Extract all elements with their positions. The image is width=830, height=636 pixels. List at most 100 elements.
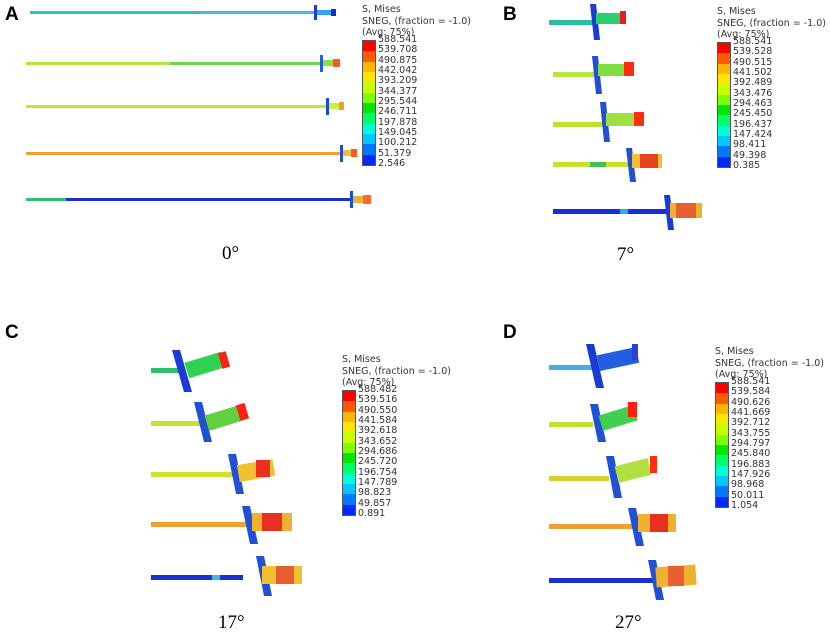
panel-a-rods	[26, 5, 371, 208]
color-swatch	[343, 453, 355, 464]
legend-value: 245.720	[358, 456, 398, 468]
color-swatch	[718, 53, 730, 64]
legend-value: 490.515	[733, 56, 773, 68]
color-swatch	[343, 463, 355, 474]
rod-model	[553, 195, 702, 230]
color-swatch	[363, 113, 375, 124]
legend-header: S, Mises SNEG, (fraction = -1.0) (Avg: 7…	[342, 354, 451, 389]
legend-value: 196.437	[733, 118, 773, 130]
legend-subtitle: SNEG, (fraction = -1.0)	[342, 365, 451, 377]
color-swatch	[718, 84, 730, 95]
legend-value: 196.883	[731, 458, 771, 470]
color-swatch	[718, 74, 730, 85]
legend-value: 588.541	[733, 36, 773, 47]
legend-value: 441.669	[731, 407, 771, 419]
angle-label: 27°	[615, 612, 642, 633]
rod-model	[151, 454, 276, 494]
rod-model	[553, 148, 662, 182]
color-swatch	[363, 134, 375, 145]
rod-model	[549, 456, 657, 498]
legend-value: 588.541	[731, 376, 771, 387]
color-swatch	[716, 393, 728, 404]
legend-value: 295.544	[378, 96, 418, 108]
legend-value: 49.857	[358, 497, 392, 509]
color-swatch	[716, 486, 728, 497]
legend-value: 294.463	[733, 98, 773, 110]
panel-c: C S, Mises SNEG, (fraction = -1.0) (Avg:…	[0, 318, 451, 636]
panel-label: B	[503, 4, 517, 25]
rod-model	[553, 102, 644, 142]
legend-value: 343.476	[733, 87, 773, 99]
legend-title: S, Mises	[362, 4, 401, 15]
rod-model	[26, 145, 357, 162]
color-swatch	[343, 494, 355, 505]
rod-model	[549, 402, 638, 442]
legend-value: 490.550	[358, 404, 398, 416]
legend-value: 490.875	[378, 54, 418, 66]
legend-value: 98.968	[731, 479, 765, 491]
rod-model	[30, 5, 336, 20]
color-swatch	[718, 94, 730, 106]
rod-model	[151, 350, 231, 392]
legend-value: 51.379	[378, 147, 412, 159]
color-swatch	[718, 105, 730, 116]
color-swatch	[343, 401, 355, 412]
rod-model	[151, 506, 292, 544]
legend-subtitle: SNEG, (fraction = -1.0)	[717, 17, 826, 29]
color-swatch	[718, 63, 730, 75]
legend-value: 343.652	[358, 435, 398, 447]
color-swatch	[343, 422, 355, 433]
color-scale-bar	[715, 382, 729, 509]
legend-value: 539.584	[731, 386, 771, 398]
legend-value: 49.398	[733, 149, 767, 161]
legend-subtitle: SNEG, (fraction = -1.0)	[362, 15, 471, 27]
panel-c-rods	[151, 350, 302, 596]
panel-a: A S, Mises SNEG, (fraction = -1.0) (Avg:…	[0, 0, 471, 318]
color-swatch	[716, 455, 728, 466]
legend-value: 441.502	[733, 67, 773, 79]
legend-value: 0.385	[733, 160, 761, 172]
legend-value: 196.754	[358, 466, 398, 478]
panel-label: D	[503, 322, 517, 343]
rod-model	[549, 560, 697, 600]
color-swatch	[363, 123, 375, 135]
legend-value: 100.212	[378, 137, 418, 149]
legend-header: S, Mises SNEG, (fraction = -1.0) (Avg: 7…	[362, 4, 471, 39]
color-swatch	[716, 476, 728, 487]
legend-value: 197.878	[378, 116, 418, 128]
color-swatch	[718, 136, 730, 147]
rod-model	[151, 402, 250, 442]
legend-value: 490.626	[731, 396, 771, 408]
color-scale-bar	[717, 42, 731, 169]
legend-value: 245.840	[731, 448, 771, 460]
color-scale-bar	[362, 40, 376, 167]
color-swatch	[363, 144, 375, 155]
color-scale-bar	[342, 390, 356, 517]
color-swatch	[718, 115, 730, 126]
color-swatch	[343, 391, 355, 402]
legend-value: 588.541	[378, 34, 418, 45]
color-swatch	[716, 445, 728, 456]
legend-value: 246.711	[378, 106, 418, 118]
color-swatch	[716, 403, 728, 415]
legend-title: S, Mises	[715, 346, 754, 357]
legend-header: S, Mises SNEG, (fraction = -1.0) (Avg: 7…	[717, 6, 826, 41]
rod-model	[549, 4, 626, 40]
color-swatch	[363, 154, 375, 166]
legend-value: 539.708	[378, 44, 418, 56]
legend-header: S, Mises SNEG, (fraction = -1.0) (Avg: 7…	[715, 346, 824, 381]
color-swatch	[718, 146, 730, 157]
color-swatch	[343, 411, 355, 423]
rod-model	[26, 98, 344, 115]
legend-value: 0.891	[358, 508, 386, 520]
legend-subtitle: SNEG, (fraction = -1.0)	[715, 357, 824, 369]
color-swatch	[363, 72, 375, 83]
angle-label: 0°	[222, 243, 240, 264]
color-swatch	[343, 432, 355, 443]
color-swatch	[718, 43, 730, 54]
legend-value: 344.377	[378, 85, 418, 97]
legend-value: 1.054	[731, 500, 759, 512]
